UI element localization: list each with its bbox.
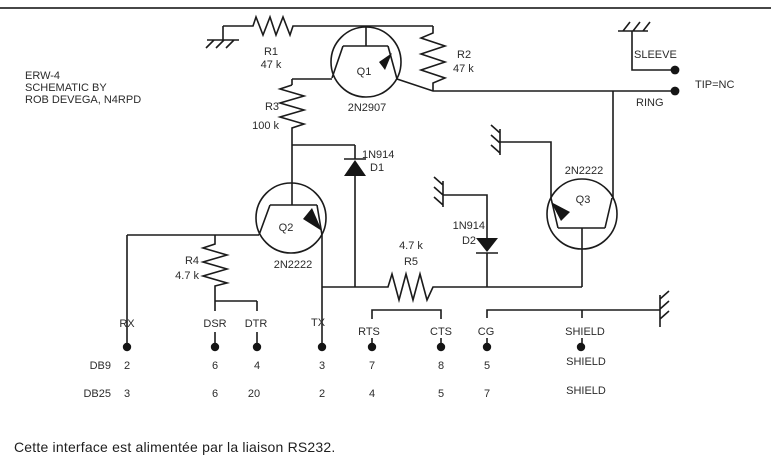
labels: ERW-4 SCHEMATIC BY ROB DEVEGA, N4RPD R1 … bbox=[25, 46, 734, 400]
db25-pin-rx: 3 bbox=[124, 388, 130, 400]
terminal-dot-cg bbox=[482, 342, 492, 352]
bottom-caption: Cette interface est alimentée par la lia… bbox=[14, 439, 336, 455]
db25-pin-cg: 7 bbox=[484, 388, 490, 400]
transistor-q3-circle bbox=[546, 178, 618, 250]
top-wire-with-r1 bbox=[223, 14, 433, 38]
db9-pin-shield: SHIELD bbox=[566, 356, 606, 368]
sleeve-label: SLEEVE bbox=[634, 49, 677, 61]
q1-part-label: 2N2907 bbox=[348, 102, 387, 114]
sleeve-dot bbox=[670, 65, 680, 75]
diode-d2-triangle bbox=[476, 238, 498, 252]
connection-dots bbox=[122, 65, 680, 352]
transistor-q2-circle bbox=[255, 182, 327, 254]
db9-pin-cg: 5 bbox=[484, 360, 490, 372]
signal-label-cts: CTS bbox=[430, 326, 452, 338]
terminal-dot-cts bbox=[436, 342, 446, 352]
ground-symbol-sleeve bbox=[618, 21, 671, 71]
r2-ref-label: R2 bbox=[457, 49, 471, 61]
signal-label-rx: RX bbox=[119, 318, 135, 330]
db9-pin-dsr: 6 bbox=[212, 360, 218, 372]
db25-pin-shield: SHIELD bbox=[566, 385, 606, 397]
resistor-r2 bbox=[418, 26, 448, 91]
r5-ref-label: R5 bbox=[404, 256, 418, 268]
terminal-leaders bbox=[214, 332, 583, 343]
d2-ref-label: D2 bbox=[462, 235, 476, 247]
db25-row-header: DB25 bbox=[83, 388, 111, 400]
diode-d1-triangle bbox=[344, 160, 366, 176]
terminal-dot-rx bbox=[122, 342, 132, 352]
q2-part-label: 2N2222 bbox=[274, 259, 313, 271]
title-line-1: ERW-4 bbox=[25, 70, 60, 82]
db9-pin-rts: 7 bbox=[369, 360, 375, 372]
r2-value-label: 47 k bbox=[453, 63, 474, 75]
ring-label: RING bbox=[636, 97, 664, 109]
q1-emitter-arrow bbox=[379, 53, 392, 70]
r4-ref-label: R4 bbox=[185, 255, 199, 267]
terminal-dot-dtr bbox=[252, 342, 262, 352]
ground-symbol-r1 bbox=[205, 26, 239, 49]
q3-ref-label: Q3 bbox=[576, 194, 591, 206]
title-line-3: ROB DEVEGA, N4RPD bbox=[25, 94, 141, 106]
wires bbox=[126, 14, 671, 343]
signal-label-dtr: DTR bbox=[245, 318, 268, 330]
ground-symbol-q3 bbox=[490, 124, 501, 155]
db9-row-header: DB9 bbox=[90, 360, 111, 372]
d1-branch-wire bbox=[292, 144, 366, 287]
r3-ref-label: R3 bbox=[265, 101, 279, 113]
q3-emitter-arrow bbox=[551, 202, 570, 221]
resistor-r3 bbox=[277, 84, 307, 205]
d1-ref-label: D1 bbox=[370, 162, 384, 174]
ring-dot bbox=[670, 86, 680, 96]
q1-left-leg-wire bbox=[291, 45, 344, 85]
cg-shield-bracket bbox=[486, 309, 660, 318]
q1-base-lead bbox=[343, 26, 388, 47]
terminal-dot-dsr bbox=[210, 342, 220, 352]
terminal-dot-tx bbox=[317, 342, 327, 352]
r1-value-label: 47 k bbox=[261, 59, 282, 71]
title-line-2: SCHEMATIC BY bbox=[25, 82, 107, 94]
signal-label-dsr: DSR bbox=[203, 318, 226, 330]
db9-pin-dtr: 4 bbox=[254, 360, 260, 372]
db25-pin-dsr: 6 bbox=[212, 388, 218, 400]
tip-label: TIP=NC bbox=[695, 79, 734, 91]
q1-ref-label: Q1 bbox=[357, 66, 372, 78]
q1-right-leg-ring-wire bbox=[387, 45, 671, 92]
db9-pin-tx: 3 bbox=[319, 360, 325, 372]
signal-label-tx: TX bbox=[311, 317, 326, 329]
top-divider-rule bbox=[0, 7, 771, 9]
terminal-dot-rts bbox=[367, 342, 377, 352]
terminal-dot-shield bbox=[576, 342, 586, 352]
d2-part-label: 1N914 bbox=[453, 220, 485, 232]
circuit-schematic: ERW-4 SCHEMATIC BY ROB DEVEGA, N4RPD R1 … bbox=[25, 14, 734, 400]
bottom-wire-with-r5 bbox=[322, 270, 582, 304]
ground-symbol-d2 bbox=[433, 176, 444, 207]
resistor-r4-bracket bbox=[200, 235, 258, 311]
q3-part-label: 2N2222 bbox=[565, 165, 604, 177]
db25-pin-rts: 4 bbox=[369, 388, 375, 400]
d2-wires bbox=[443, 194, 498, 287]
signal-label-cg: CG bbox=[478, 326, 495, 338]
signal-label-rts: RTS bbox=[358, 326, 380, 338]
ground-symbol-shield bbox=[659, 290, 670, 327]
signal-label-shield: SHIELD bbox=[565, 326, 605, 338]
q2-emitter-arrow bbox=[303, 208, 322, 231]
db25-pin-tx: 2 bbox=[319, 388, 325, 400]
db25-pin-dtr: 20 bbox=[248, 388, 260, 400]
q3-emitter-wire bbox=[500, 141, 552, 198]
db9-pin-rx: 2 bbox=[124, 360, 130, 372]
q2-ref-label: Q2 bbox=[279, 222, 294, 234]
r1-ref-label: R1 bbox=[264, 46, 278, 58]
d1-part-label: 1N914 bbox=[362, 149, 394, 161]
q2-collector-rx-wire bbox=[126, 234, 259, 343]
db9-pin-cts: 8 bbox=[438, 360, 444, 372]
rts-cts-bracket bbox=[371, 309, 442, 319]
r4-value-label: 4.7 k bbox=[175, 270, 199, 282]
r5-value-label: 4.7 k bbox=[399, 240, 423, 252]
r3-value-label: 100 k bbox=[252, 120, 279, 132]
db25-pin-cts: 5 bbox=[438, 388, 444, 400]
transistor-q1-circle bbox=[330, 26, 402, 98]
